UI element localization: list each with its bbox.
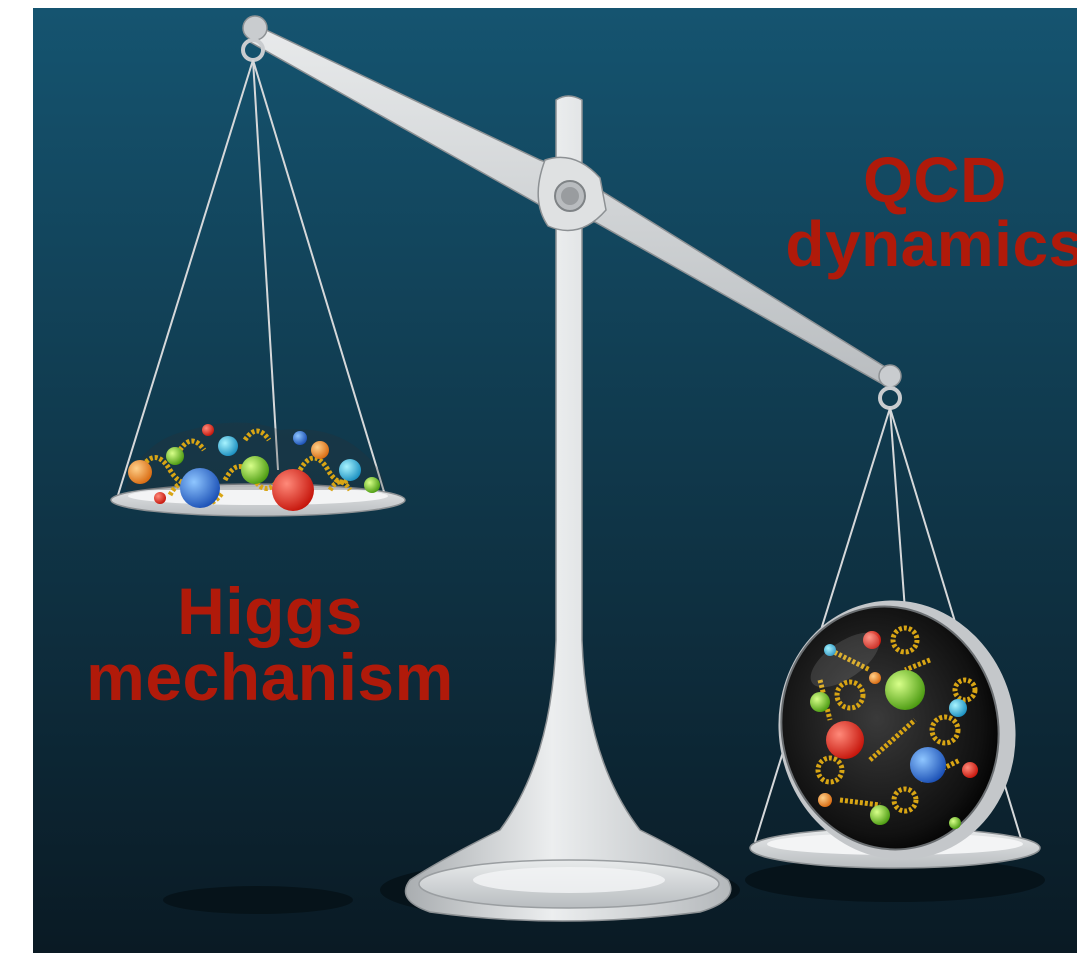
nucleon-magnifier-icon [778,600,1016,860]
qcd-label-line1: QCD [863,144,1007,216]
scale-beam [241,15,902,410]
scale-stand [404,95,732,922]
qcd-label-line2: dynamics [785,208,1077,280]
floor-shadow-right [745,858,1045,902]
higgs-mechanism-label: Higgs mechanism [60,578,480,710]
qcd-dynamics-label: QCD dynamics [780,148,1077,276]
particle-pile-icon [125,422,385,511]
floor-shadow-left [163,886,353,914]
higgs-label-line1: Higgs [177,574,363,648]
higgs-label-line2: mechanism [86,640,454,714]
